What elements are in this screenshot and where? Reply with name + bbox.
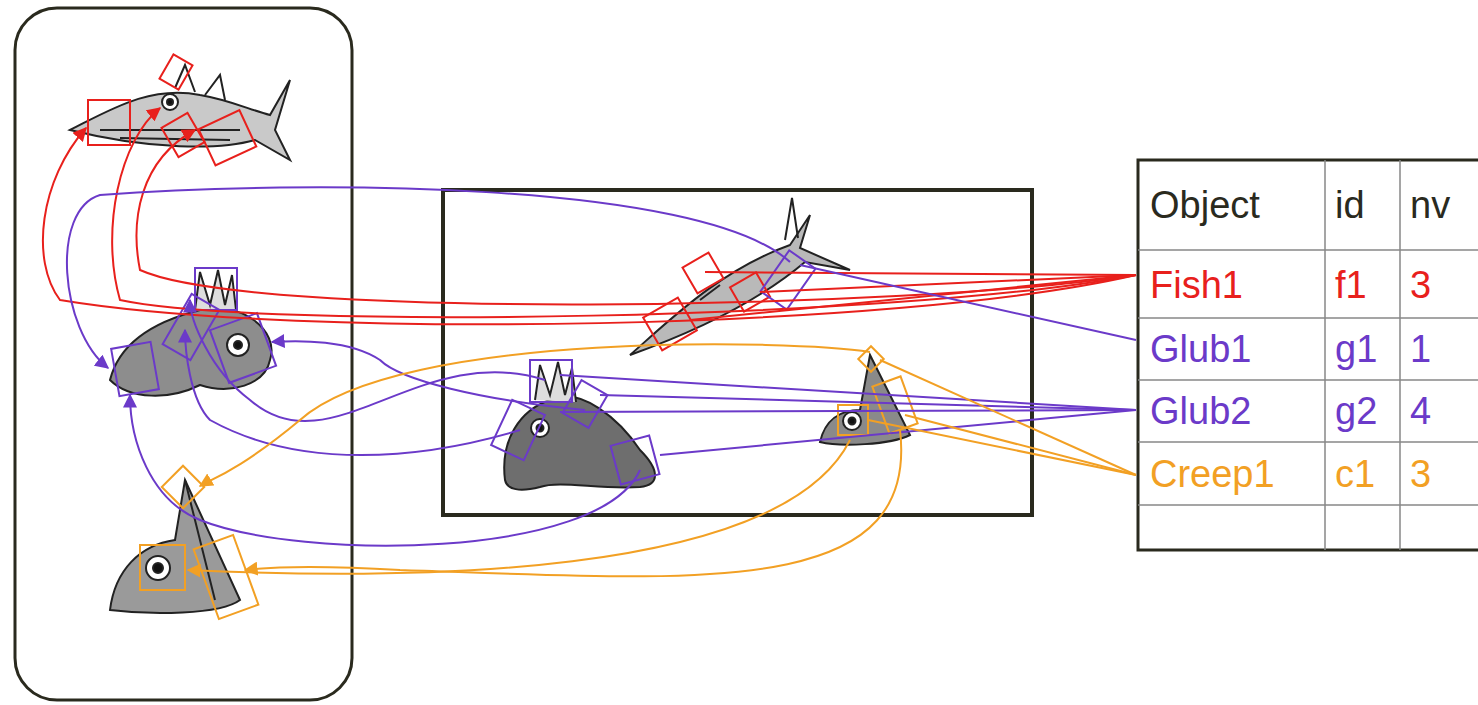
- fish-part-boxes: [643, 298, 697, 351]
- creep-part-boxes: [838, 405, 868, 435]
- leader-lines-fish: [112, 108, 1136, 317]
- creep-model: [146, 556, 170, 580]
- fish-model: [100, 65, 240, 140]
- fish-instance: [630, 198, 850, 355]
- object-cell: Glub1: [1150, 330, 1251, 368]
- model-panel: [15, 8, 352, 700]
- id-cell: g1: [1335, 330, 1377, 368]
- object-cell: Fish1: [1150, 266, 1243, 304]
- leader-lines-glub: [800, 265, 1136, 340]
- object-cell: Glub2: [1150, 392, 1251, 430]
- leader-lines-glub: [67, 187, 790, 368]
- object-table: [1138, 160, 1478, 550]
- leader-lines-fish: [705, 272, 1136, 275]
- leader-lines-creep: [905, 415, 1136, 475]
- leader-lines-glub: [560, 410, 1136, 412]
- id-cell: f1: [1335, 266, 1367, 304]
- leader-lines-fish: [43, 108, 1136, 324]
- glub-instance: [504, 362, 655, 490]
- leader-lines-glub: [660, 410, 1136, 455]
- glub-model: [234, 341, 242, 349]
- nv-cell: nv: [1410, 186, 1450, 224]
- object-cell: Object: [1150, 186, 1260, 224]
- glub-part-boxes: [530, 360, 572, 402]
- leader-lines-glub: [600, 395, 1136, 410]
- fish-part-boxes: [159, 54, 192, 89]
- object-table: [1325, 160, 1400, 550]
- creep-model: [185, 480, 215, 600]
- creep-part-boxes: [194, 535, 259, 619]
- object-cell: Creep1: [1150, 455, 1275, 493]
- creep-part-boxes: [140, 346, 918, 619]
- leader-lines-creep: [245, 430, 901, 576]
- creep-instance: [843, 412, 861, 430]
- fish-part-boxes: [199, 110, 257, 165]
- glub-part-boxes: [210, 313, 276, 383]
- leader-lines-creep: [188, 344, 1136, 576]
- fish-part-boxes: [88, 100, 130, 145]
- fish-instance: [630, 215, 850, 355]
- creep-instance: [849, 418, 856, 425]
- creep-part-boxes: [162, 466, 204, 508]
- nv-cell: 3: [1410, 266, 1431, 304]
- leader-lines-glub: [560, 375, 1136, 410]
- nv-cell: 1: [1410, 330, 1431, 368]
- glub-part-boxes: [563, 380, 608, 428]
- glub-instance: [531, 419, 549, 437]
- leader-lines-creep: [188, 440, 850, 574]
- glub-instance: [535, 362, 576, 402]
- leader-lines-fish: [690, 275, 1136, 320]
- leader-lines-glub: [190, 300, 545, 421]
- glub-part-boxes: [111, 342, 159, 396]
- fish-model: [162, 94, 178, 110]
- leader-lines-fish: [137, 130, 1136, 304]
- fish-model: [70, 80, 290, 160]
- leader-lines-creep: [880, 360, 1136, 475]
- leader-lines-glub: [130, 395, 640, 546]
- id-cell: id: [1335, 186, 1365, 224]
- nv-cell: 3: [1410, 455, 1431, 493]
- id-cell: g2: [1335, 392, 1377, 430]
- leader-lines-creep: [868, 420, 1136, 475]
- creep-model: [153, 563, 163, 573]
- object-table: [1138, 160, 1478, 550]
- leader-lines-fish: [43, 128, 1136, 324]
- leader-lines-creep: [200, 344, 870, 486]
- fish-model: [167, 99, 173, 105]
- object-table: [1138, 250, 1478, 505]
- creep-part-boxes: [140, 545, 185, 590]
- nv-cell: 4: [1410, 392, 1431, 430]
- glub-model: [227, 334, 249, 356]
- id-cell: c1: [1335, 455, 1375, 493]
- leader-lines-glub: [67, 187, 1136, 545]
